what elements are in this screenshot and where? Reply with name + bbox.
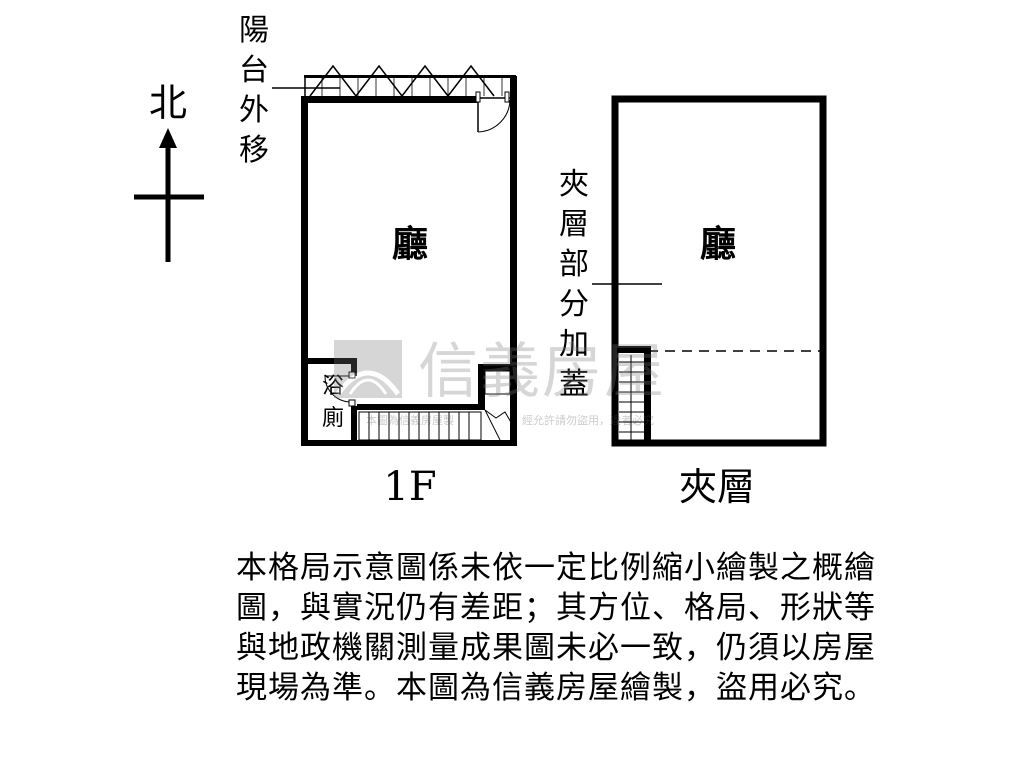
wall-bottom-1f: [301, 440, 517, 446]
disclaimer-text: 本格局示意圖係未依一定比例縮小繪製之概繪圖，與實況仍有差距；其方位、格局、形狀等…: [236, 550, 876, 706]
watermark-notice-left: 本圖為信義房屋製: [366, 413, 454, 427]
svg-text:蓋: 蓋: [559, 367, 589, 402]
stair-top-wall: [357, 404, 481, 410]
compass: 北: [134, 81, 204, 262]
wall-right-1f: [510, 76, 517, 446]
svg-text:部: 部: [559, 247, 589, 282]
floor-1f-plan: 廳 浴 廁 1F 陽 台 外 移: [239, 13, 517, 510]
svg-text:加: 加: [559, 327, 589, 362]
mezz-stair-wall-top: [612, 346, 650, 353]
bath-label-line1: 浴: [322, 374, 344, 399]
stair-landing-inner: [484, 370, 511, 395]
wall-top-1f: [301, 96, 477, 103]
mezzanine-walls: [611, 95, 827, 447]
svg-text:分: 分: [559, 287, 589, 322]
room-label-mezzanine: 廳: [700, 223, 736, 265]
stair-landing-wall-left: [478, 364, 485, 410]
brand-logo-icon: [334, 340, 402, 398]
svg-text:移: 移: [239, 133, 269, 168]
north-arrow-head-icon: [159, 128, 177, 148]
balcony-note: 陽 台 外 移: [239, 13, 340, 168]
svg-text:陽: 陽: [239, 13, 269, 48]
balcony-edge: [304, 75, 516, 78]
mezzanine-plan: 廳 夾層 夾 層 部 分 加 蓋: [559, 95, 827, 509]
floor-label-1f: 1F: [383, 464, 436, 510]
balcony-door-icon: [475, 91, 511, 133]
bath-door-gap: [349, 376, 359, 406]
bath-label-line2: 廁: [322, 406, 344, 431]
bath-door-icon: [324, 371, 356, 407]
floor-label-mezzanine: 夾層: [679, 465, 755, 509]
mezzanine-staircase: [619, 355, 644, 440]
svg-text:台: 台: [239, 53, 269, 88]
mezzanine-note: 夾 層 部 分 加 蓋: [559, 167, 662, 402]
staircase: [358, 409, 513, 441]
room-label-1f: 廳: [392, 223, 428, 265]
balcony-hatch: [321, 78, 503, 96]
svg-text:層: 層: [559, 207, 589, 242]
bath-wall-top: [301, 358, 357, 364]
svg-text:外: 外: [239, 93, 269, 128]
watermark-notice-right: 經允許請勿盜用，違者必究: [522, 413, 654, 427]
north-label: 北: [149, 81, 187, 125]
stair-landing-wall-top: [478, 364, 514, 371]
wall-left-1f: [301, 96, 308, 446]
watermark-brand: 信義房屋: [418, 337, 666, 407]
watermark: 信義房屋 本圖為信義房屋製 經允許請勿盜用，違者必究: [334, 337, 666, 427]
mezz-stair-wall-right: [644, 346, 651, 446]
svg-text:夾: 夾: [559, 167, 589, 202]
